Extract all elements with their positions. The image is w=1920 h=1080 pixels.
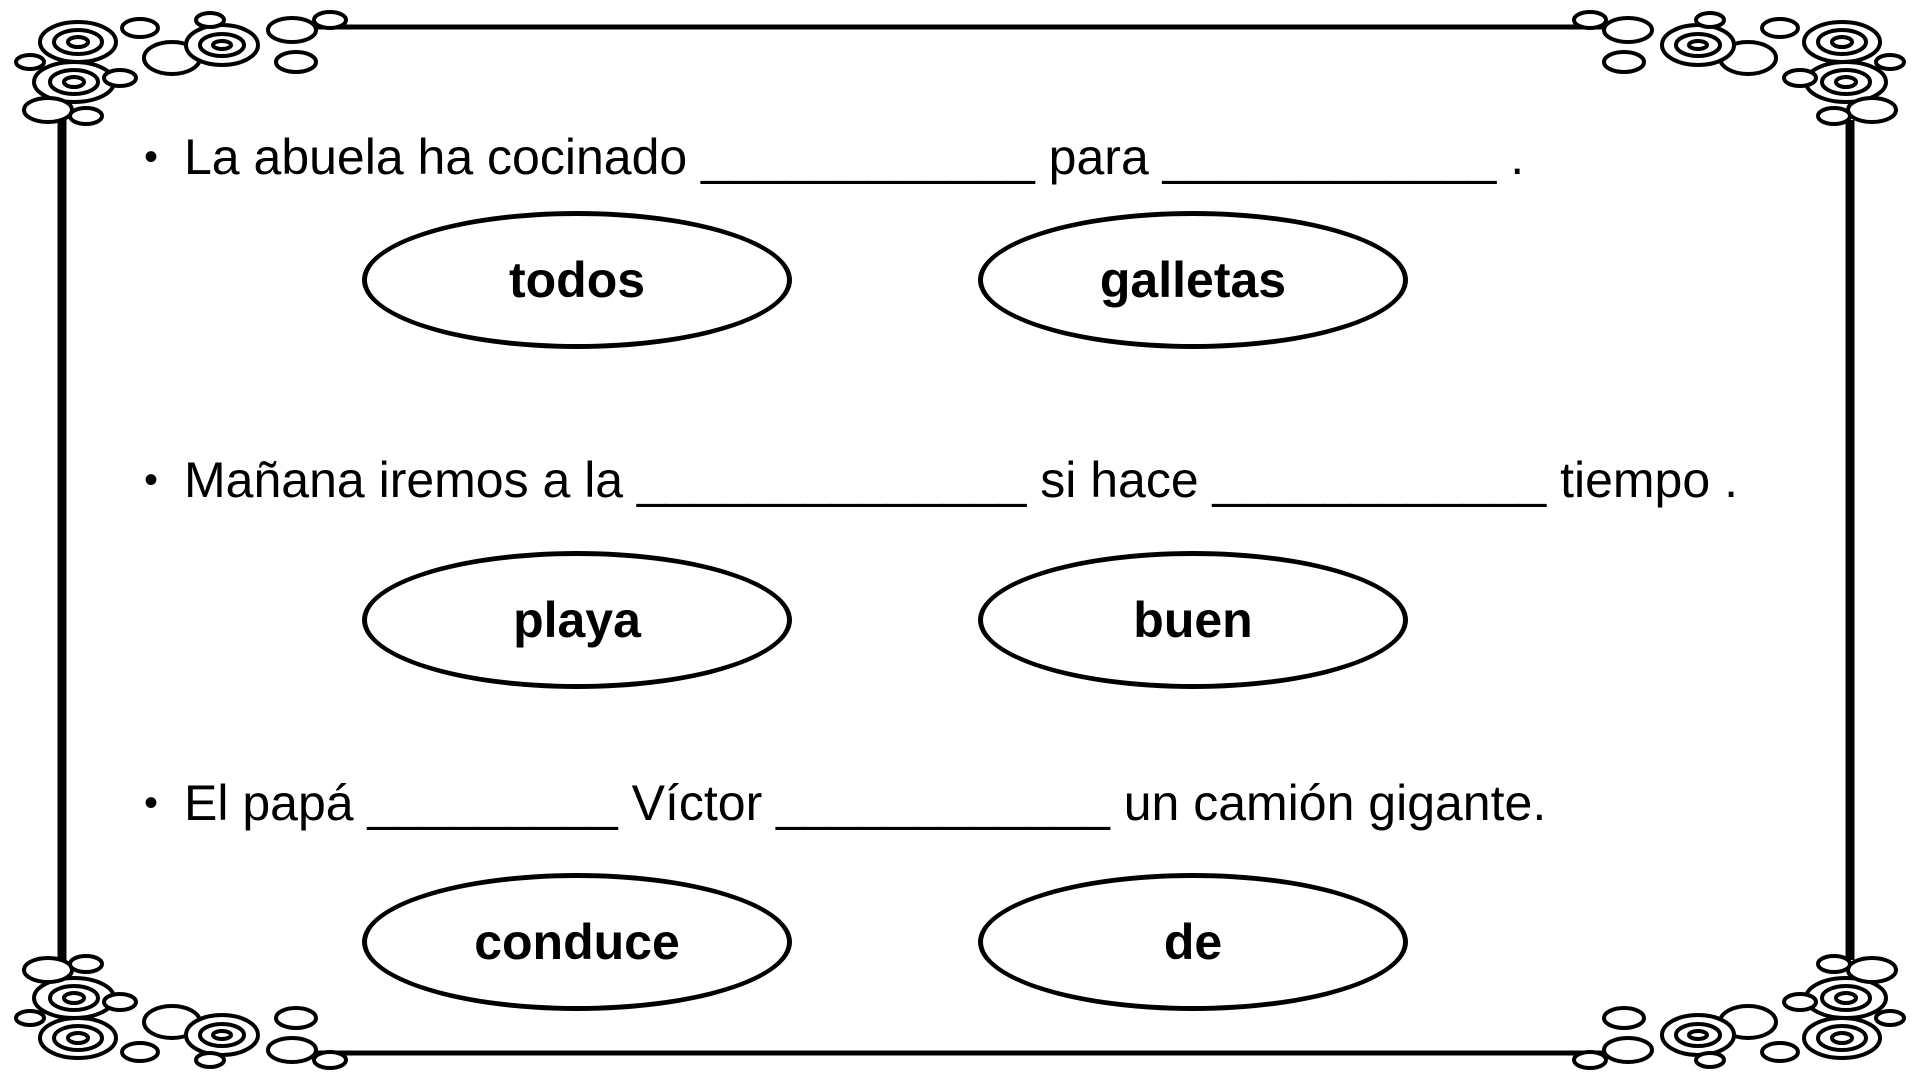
bullet-icon: • [144,135,159,179]
word-label: de [1163,914,1223,970]
word-label: playa [513,592,641,648]
word-option-todos[interactable]: todos [362,211,792,349]
word-option-de[interactable]: de [978,873,1408,1011]
word-label: galletas [1099,252,1287,308]
word-label: buen [1133,592,1253,648]
sentence-3: • El papá _________ Víctor ____________ u… [144,773,1546,833]
sentence-text: El papá _________ Víctor ____________ un… [184,775,1547,831]
word-option-buen[interactable]: buen [978,551,1408,689]
word-label: conduce [474,914,680,970]
sentence-1: • La abuela ha cocinado ____________ para… [144,127,1524,187]
corner-ornament-bottom-right [1572,954,1906,1070]
corner-ornament-bottom-left [14,954,348,1070]
sentence-2: • Mañana iremos a la ______________ si ha… [144,450,1738,510]
bullet-icon: • [144,781,159,825]
word-option-galletas[interactable]: galletas [978,211,1408,349]
word-option-conduce[interactable]: conduce [362,873,792,1011]
bullet-icon: • [144,458,159,502]
border-lines [57,24,1855,1056]
sentence-text: Mañana iremos a la ______________ si hac… [184,452,1738,508]
corner-ornament-top-left [14,10,348,126]
sentence-text: La abuela ha cocinado ____________ para … [184,129,1525,185]
word-label: todos [508,252,646,308]
word-option-playa[interactable]: playa [362,551,792,689]
corner-ornament-top-right [1572,10,1906,126]
